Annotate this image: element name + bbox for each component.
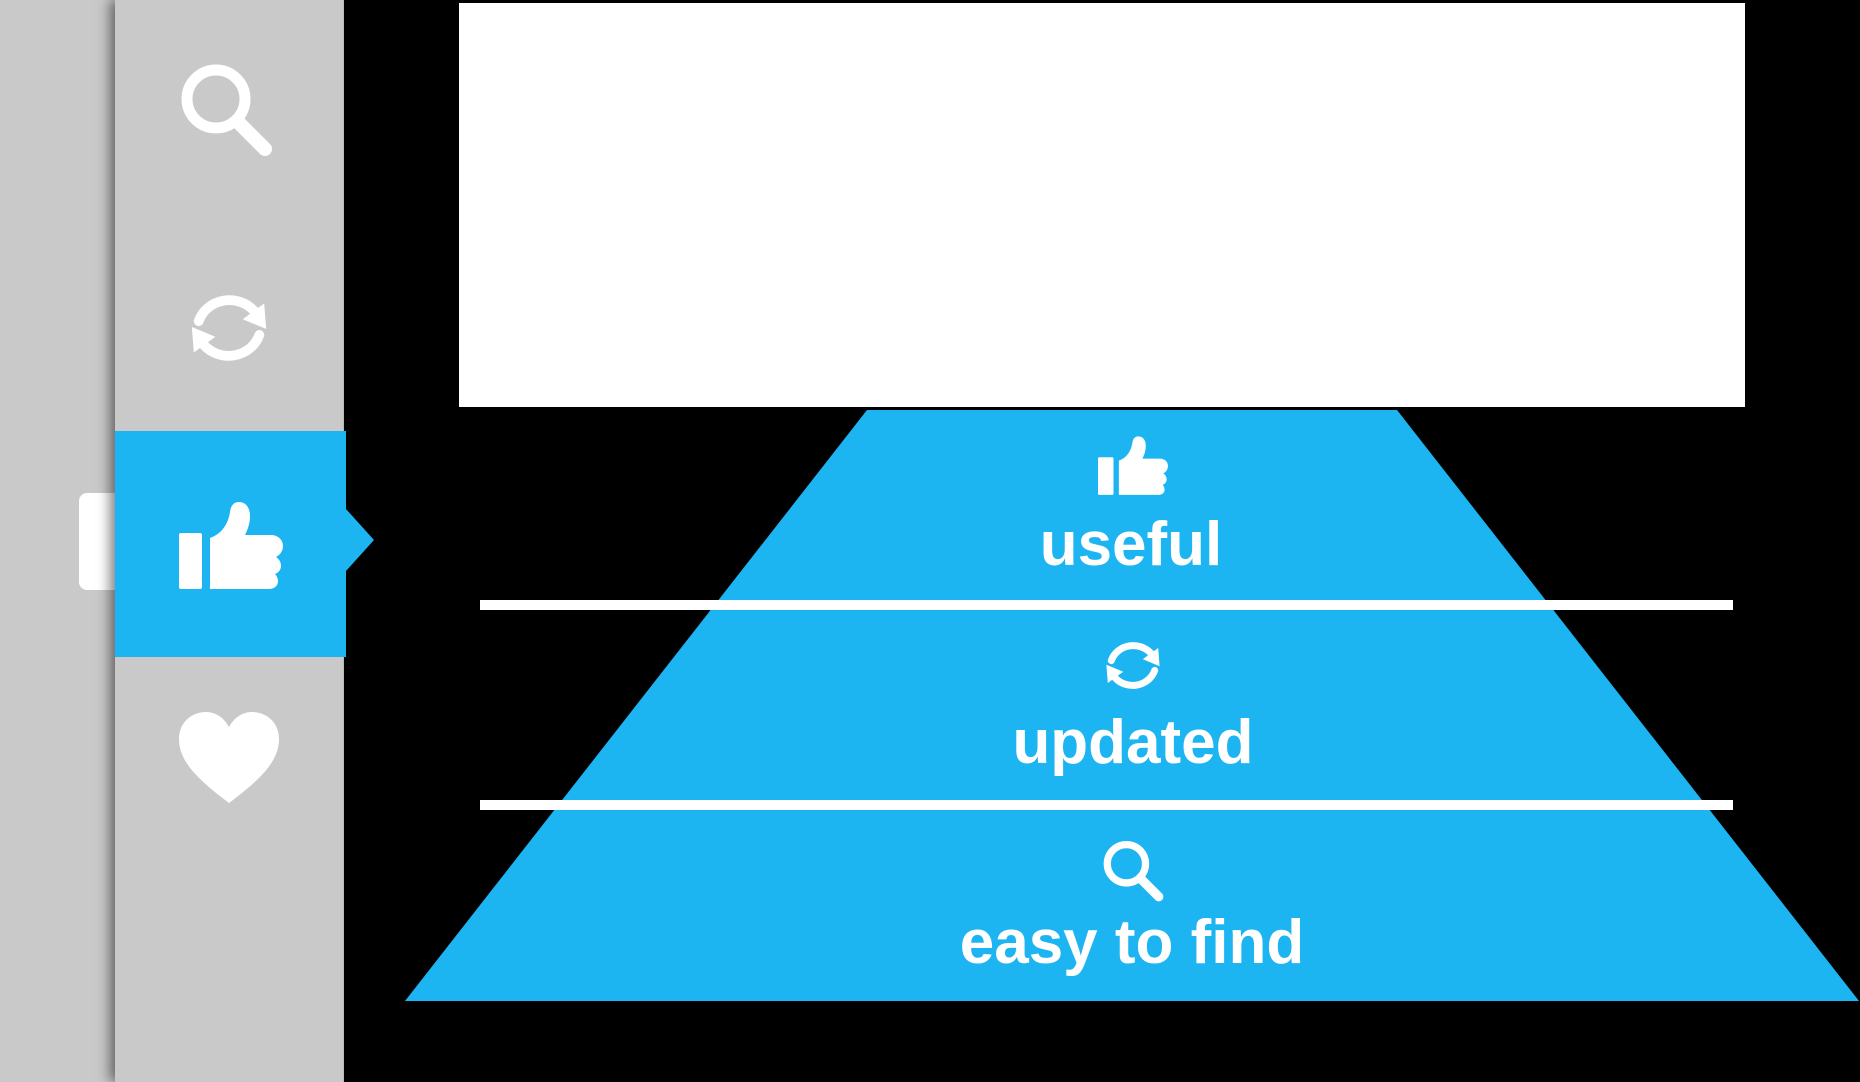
magnifier-icon — [1102, 840, 1168, 911]
sidebar-item-useful-active[interactable] — [115, 431, 374, 657]
pyramid-divider-2 — [480, 800, 1733, 810]
sidebar-item-updated[interactable] — [115, 225, 343, 435]
sidebar-item-favorite[interactable] — [115, 655, 343, 865]
heart-icon — [173, 709, 285, 812]
pyramid-divider-1 — [480, 600, 1733, 610]
pyramid-body — [405, 410, 1859, 1001]
sync-icon — [1098, 634, 1168, 702]
thumbs-up-icon — [176, 500, 286, 597]
sidebar-item-search[interactable] — [115, 10, 343, 220]
thumbs-up-icon — [1096, 435, 1170, 502]
pyramid-level-1-label: useful — [1039, 510, 1223, 579]
magnifier-icon — [179, 63, 279, 168]
pyramid-level-3-label: easy to find — [959, 908, 1305, 977]
peek-card — [79, 493, 115, 590]
icon-sidebar — [115, 0, 374, 1082]
content-panel — [459, 3, 1745, 407]
active-item-pointer-arrow — [346, 509, 374, 571]
sync-icon — [180, 284, 278, 377]
pyramid-level-2-label: updated — [1012, 708, 1254, 777]
